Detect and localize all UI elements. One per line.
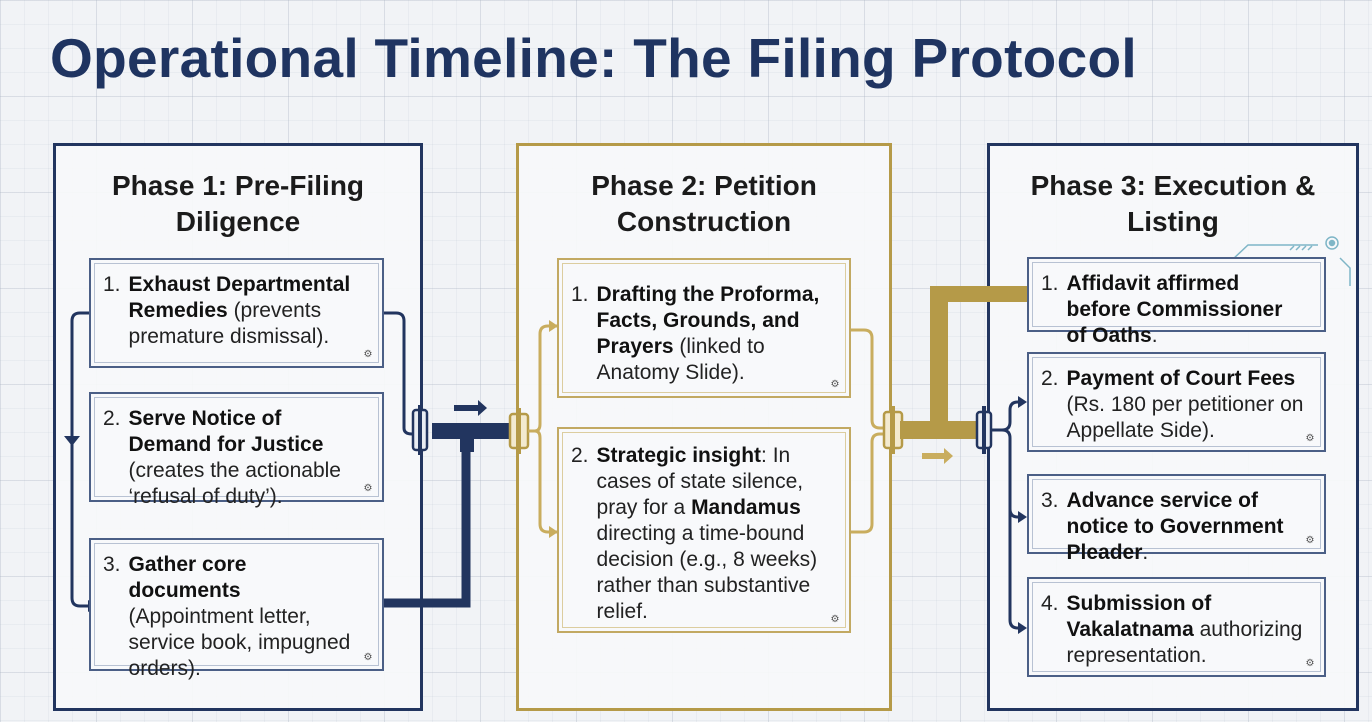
page-title: Operational Timeline: The Filing Protoco… (50, 27, 1137, 89)
item-number: 1. (571, 283, 589, 306)
item-text: Advance service of notice to Government … (1067, 488, 1306, 566)
item-rest: (linked to Anatomy Slide). (596, 335, 765, 384)
phase-1-title: Phase 1: Pre-Filing Diligence (111, 170, 365, 237)
phase-3-card-1: 1. Affidavit affirmed before Commissione… (1027, 257, 1326, 347)
item-text: Payment of Court Fees (Rs. 180 per petit… (1067, 366, 1306, 444)
item-text: Drafting the Proforma, Facts, Grounds, a… (597, 282, 831, 386)
item-rest: (Appointment letter, service book, impug… (128, 605, 351, 680)
gear-icon: ⚙ (363, 349, 373, 360)
item-text: Serve Notice of Demand for Justice (crea… (129, 406, 364, 510)
item-rest: (prevents premature dismissal). (128, 299, 330, 348)
item-number: 3. (1041, 489, 1059, 512)
gear-icon: ⚙ (830, 614, 840, 625)
item-text: Affidavit affirmed before Commissioner o… (1067, 271, 1306, 349)
gear-icon: ⚙ (1305, 433, 1315, 444)
phase-1-card-1: 1. Exhaust Departmental Remedies (preven… (89, 258, 384, 368)
item-number: 1. (103, 273, 121, 296)
gear-icon: ⚙ (1305, 658, 1315, 669)
item-rest: (creates the actionable ‘refusal of duty… (128, 459, 341, 508)
gear-icon: ⚙ (1305, 535, 1315, 546)
item-number: 3. (103, 553, 121, 576)
item-rest: authorizing representation. (1066, 618, 1303, 667)
phase-1-card-2: 2. Serve Notice of Demand for Justice (c… (89, 392, 384, 508)
item-bold: Drafting the Proforma, Facts, Grounds, a… (596, 283, 820, 358)
item-text: Gather core documents (Appointment lette… (129, 552, 364, 682)
item-number: 1. (1041, 272, 1059, 295)
phase-3-card-2: 2. Payment of Court Fees (Rs. 180 per pe… (1027, 352, 1326, 452)
item-bold: Exhaust Departmental Remedies (128, 273, 351, 322)
gear-icon: ⚙ (363, 483, 373, 494)
item-bold: Advance service of notice to Government … (1066, 489, 1284, 564)
item-bold: Serve Notice of Demand for Justice (128, 407, 324, 456)
arrow-right-icon (454, 400, 487, 416)
gear-icon: ⚙ (830, 379, 840, 390)
item-number: 2. (103, 407, 121, 430)
gear-icon: ⚙ (363, 652, 373, 663)
item-rest: . (1151, 324, 1158, 347)
item-number: 2. (571, 444, 589, 467)
item-bold: Payment of Court Fees (1066, 367, 1296, 390)
item-bold: Gather core documents (128, 553, 247, 602)
phase-2-title: Phase 2: Petition Construction (591, 170, 817, 237)
phase-1-card-3: 3. Gather core documents (Appointment le… (89, 538, 384, 680)
item-bold: Submission of Vakalatnama (1066, 592, 1212, 641)
phase-2-card-1: 1. Drafting the Proforma, Facts, Grounds… (557, 258, 851, 398)
item-rest: : In cases of state silence, pray for a (596, 444, 804, 519)
item-rest: . (1142, 541, 1149, 564)
phase-3-title: Phase 3: Execution & Listing (1030, 170, 1316, 237)
item-text: Strategic insight: In cases of state sil… (597, 443, 831, 625)
arrow-right-icon-2 (922, 448, 953, 464)
item-rest: (Rs. 180 per petitioner on Appellate Sid… (1066, 393, 1304, 442)
item-bold: Strategic insight (596, 444, 762, 467)
item-number: 4. (1041, 592, 1059, 615)
phase-3-card-3: 3. Advance service of notice to Governme… (1027, 474, 1326, 564)
phase-2-card-2: 2. Strategic insight: In cases of state … (557, 427, 851, 633)
item-text: Submission of Vakalatnama authorizing re… (1067, 591, 1306, 669)
item-text: Exhaust Departmental Remedies (prevents … (129, 272, 364, 350)
item-number: 2. (1041, 367, 1059, 390)
phase-3-card-4: 4. Submission of Vakalatnama authorizing… (1027, 577, 1326, 677)
item-bold: Affidavit affirmed before Commissioner o… (1066, 272, 1283, 347)
item-rest-2: directing a time-bound decision (e.g., 8… (596, 522, 818, 623)
item-bold-2: Mandamus (691, 496, 801, 519)
